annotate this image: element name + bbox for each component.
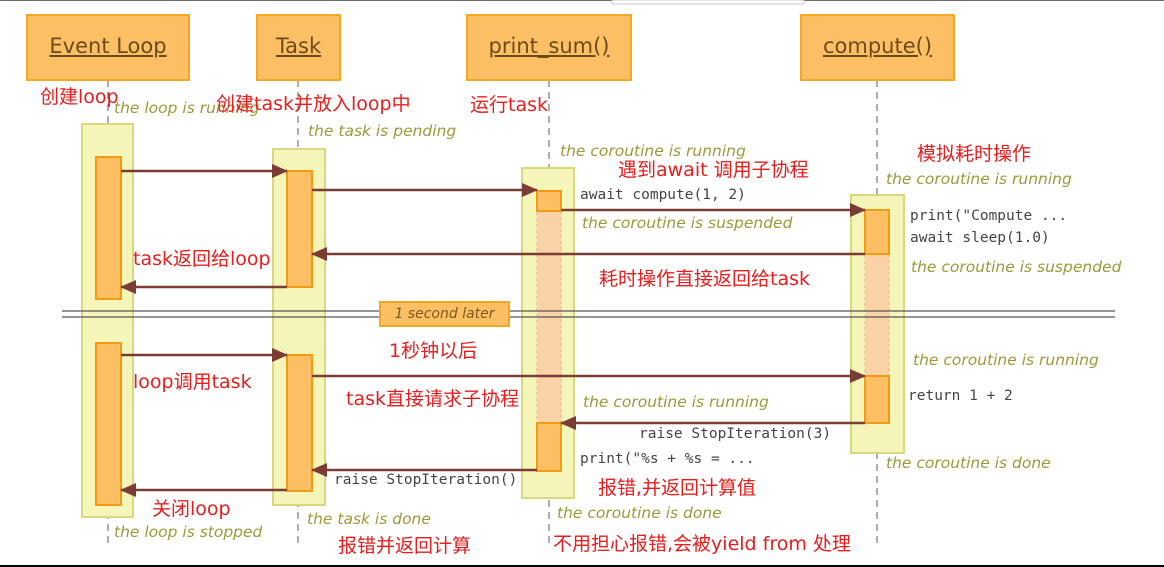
separator-label-box [379,301,510,327]
annot-create-task: 创建task并放入loop中 [216,93,411,115]
code-await-compute: await compute(1, 2) [580,187,746,203]
annot-task-req-sub: task直接请求子协程 [346,388,519,410]
note-loop-stopped: the loop is stopped [114,523,263,541]
note-task-done: the task is done [307,510,431,528]
annot-create-loop: 创建loop [40,86,119,108]
activation-task-2 [286,354,313,492]
code-print-compute: print("Compute ... [910,208,1068,224]
header-compute: compute() [822,34,933,58]
annot-close-loop: 关闭loop [152,498,231,520]
note-task-pending: the task is pending [308,122,457,140]
activation-compute-1 [864,209,890,255]
note-compute-running-2: the coroutine is running [913,351,1099,369]
note-compute-done: the coroutine is done [886,454,1051,472]
activation-event-loop-1 [95,156,122,300]
header-event-loop: Event Loop [49,34,167,58]
annot-error-return-calc: 报错并返回计算 [338,535,472,557]
annot-run-task: 运行task [470,94,548,116]
note-compute-running-1: the coroutine is running [886,170,1072,188]
annot-one-sec-later: 1秒钟以后 [389,340,478,362]
note-print-sum-running-2: the coroutine is running [583,393,769,411]
activation-task-1 [286,170,313,288]
code-return-sum: return 1 + 2 [908,388,1013,404]
annot-no-worry: 不用担心报错,会被yield from 处理 [553,533,851,555]
note-loop-running: the loop is running [114,99,260,117]
header-task-box [256,14,341,81]
annot-task-back-loop: task返回给loop [133,248,271,270]
code-stop-iteration-none: raise StopIteration() [334,472,518,488]
note-print-sum-done: the coroutine is done [557,504,722,522]
activation-compute-2 [864,375,890,424]
code-print-sum: print("%s + %s = ... [580,451,755,467]
header-task: Task [275,34,322,58]
annot-simulate: 模拟耗时操作 [917,143,1032,165]
annot-await-call: 遇到await 调用子协程 [618,159,809,181]
note-print-sum-running-1: the coroutine is running [560,142,746,160]
note-compute-suspended: the coroutine is suspended [911,258,1122,276]
header-print-sum-box [466,14,632,81]
annot-error-return-value: 报错,并返回计算值 [598,477,757,499]
separator-label: 1 second later [394,306,495,322]
header-print-sum: print_sum() [488,34,610,58]
code-await-sleep: await sleep(1.0) [910,230,1050,246]
top-tab [611,0,805,5]
header-compute-box [800,14,955,81]
annot-loop-calls-task: loop调用task [133,371,252,393]
activation-print-sum-2 [536,422,562,472]
suspended-region-compute [864,253,890,377]
code-stop-iteration-3: raise StopIteration(3) [639,426,832,442]
header-event-loop-box [26,14,190,81]
activation-event-loop-2 [95,342,122,506]
note-print-sum-suspended: the coroutine is suspended [582,214,793,232]
annot-direct-back-task: 耗时操作直接返回给task [599,268,810,290]
activation-print-sum-1 [536,190,562,212]
